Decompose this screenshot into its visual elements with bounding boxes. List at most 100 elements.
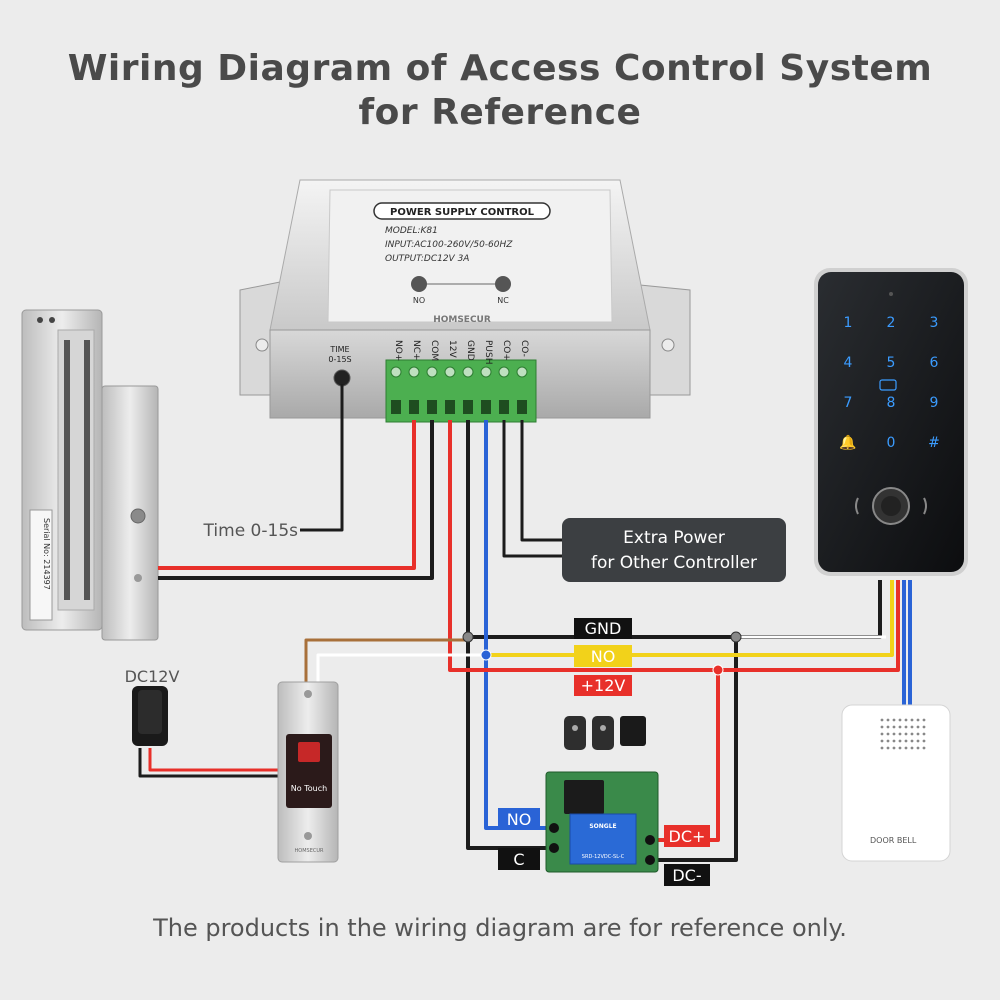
led-no-icon xyxy=(411,276,427,292)
grille-hole xyxy=(880,718,884,722)
terminal-label: NO+ xyxy=(393,340,403,361)
terminal-screw-icon xyxy=(462,366,474,378)
psu-time-label: TIME xyxy=(329,345,349,354)
svg-text:DC12V: DC12V xyxy=(125,667,180,686)
extra-power-callout: Extra Power for Other Controller xyxy=(562,518,786,582)
grille-hole xyxy=(910,732,914,736)
terminal-screw-icon xyxy=(516,366,528,378)
led-no-label: NO xyxy=(413,296,425,305)
keypad-key[interactable]: 6 xyxy=(930,355,939,371)
relay-label-no: NO xyxy=(498,808,540,830)
terminal-screw-icon xyxy=(480,366,492,378)
relay-module: SONGLE SRD-12VDC-SL-C xyxy=(545,771,659,873)
keypad-key[interactable]: 9 xyxy=(930,395,939,411)
extra-power-line-1: Extra Power xyxy=(623,528,725,548)
grille-hole xyxy=(898,746,902,750)
terminal-socket xyxy=(409,400,419,414)
power-supply-box: POWER SUPPLY CONTROL MODEL:K81 INPUT:AC1… xyxy=(239,179,691,423)
receiver-icon xyxy=(620,716,646,746)
keypad-key[interactable]: 5 xyxy=(887,355,896,371)
no-touch-panel[interactable] xyxy=(286,734,332,808)
grille-hole xyxy=(892,739,896,743)
keypad-key[interactable]: 1 xyxy=(844,315,853,331)
magnetic-lock: Serial No: 214397 xyxy=(21,309,159,641)
svg-text:GND: GND xyxy=(585,619,622,638)
keypad-key[interactable]: 7 xyxy=(844,395,853,411)
grille-hole xyxy=(904,725,908,729)
terminal-label: GND xyxy=(465,340,475,361)
psu-input: INPUT:AC100-260V/50-60HZ xyxy=(385,240,513,250)
grille-hole xyxy=(892,746,896,750)
terminal-socket xyxy=(481,400,491,414)
grille-hole xyxy=(916,732,920,736)
grille-hole xyxy=(886,725,890,729)
grille-hole xyxy=(916,725,920,729)
grille-hole xyxy=(922,725,926,729)
grille-hole xyxy=(886,746,890,750)
grille-hole xyxy=(904,739,908,743)
wires xyxy=(138,384,912,862)
keypad-key[interactable]: 🔔 xyxy=(839,434,856,451)
bus-label-gnd: GND xyxy=(574,618,632,639)
terminal-socket xyxy=(463,400,473,414)
grille-hole xyxy=(886,732,890,736)
svg-text:DC+: DC+ xyxy=(669,827,706,846)
terminal-label: NC+ xyxy=(411,340,421,361)
grille-hole xyxy=(892,718,896,722)
relay-label-dcminus: DC- xyxy=(664,864,710,886)
grille-hole xyxy=(886,718,890,722)
time-knob-icon[interactable] xyxy=(333,369,351,387)
grille-hole xyxy=(916,746,920,750)
psu-header: POWER SUPPLY CONTROL xyxy=(390,207,535,218)
grille-hole xyxy=(904,718,908,722)
remote-controls xyxy=(564,716,646,750)
svg-text:+12V: +12V xyxy=(581,676,626,695)
grille-hole xyxy=(880,746,884,750)
keypad-key[interactable]: # xyxy=(928,435,940,451)
grille-hole xyxy=(922,718,926,722)
svg-text:NO: NO xyxy=(591,647,616,666)
psu-time-range: 0-15S xyxy=(328,355,351,364)
keypad-key[interactable]: 4 xyxy=(844,355,853,371)
keypad-key[interactable]: 3 xyxy=(930,315,939,331)
relay-model: SRD-12VDC-SL-C xyxy=(582,854,625,860)
grille-hole xyxy=(910,746,914,750)
speaker-grille-icon xyxy=(880,718,926,750)
terminal-socket xyxy=(391,400,401,414)
relay-label-dcplus: DC+ xyxy=(664,825,710,847)
grille-hole xyxy=(898,725,902,729)
psu-output: OUTPUT:DC12V 3A xyxy=(385,254,469,264)
grille-hole xyxy=(916,739,920,743)
exit-button: No Touch HOMSECUR xyxy=(277,681,339,863)
doorbell-label: DOOR BELL xyxy=(870,836,917,845)
grille-hole xyxy=(916,718,920,722)
keypad-key[interactable]: 8 xyxy=(887,395,896,411)
grille-hole xyxy=(898,732,902,736)
keypad-key[interactable]: 2 xyxy=(887,315,896,331)
grille-hole xyxy=(910,739,914,743)
grille-hole xyxy=(898,718,902,722)
relay-label-c: C xyxy=(498,848,540,870)
terminal-socket xyxy=(499,400,509,414)
grille-hole xyxy=(898,739,902,743)
terminal-label: 12V xyxy=(447,340,457,358)
terminal-label: CO+ xyxy=(501,340,511,361)
grille-hole xyxy=(880,732,884,736)
terminal-label: PUSH xyxy=(483,340,493,365)
svg-text:NO: NO xyxy=(507,810,532,829)
title-line-1: Wiring Diagram of Access Control System xyxy=(67,48,933,89)
grille-hole xyxy=(904,732,908,736)
svg-text:Time 0-15s: Time 0-15s xyxy=(203,521,299,541)
grille-hole xyxy=(910,725,914,729)
card-icon xyxy=(879,379,897,391)
grille-hole xyxy=(880,725,884,729)
keypad-key[interactable]: 0 xyxy=(887,435,896,451)
maglock-serial: Serial No: 214397 xyxy=(42,518,51,590)
label-dc12v: DC12V xyxy=(125,667,180,686)
exit-button-label: No Touch xyxy=(291,784,327,793)
label-time: Time 0-15s xyxy=(203,521,299,541)
terminal-socket xyxy=(517,400,527,414)
